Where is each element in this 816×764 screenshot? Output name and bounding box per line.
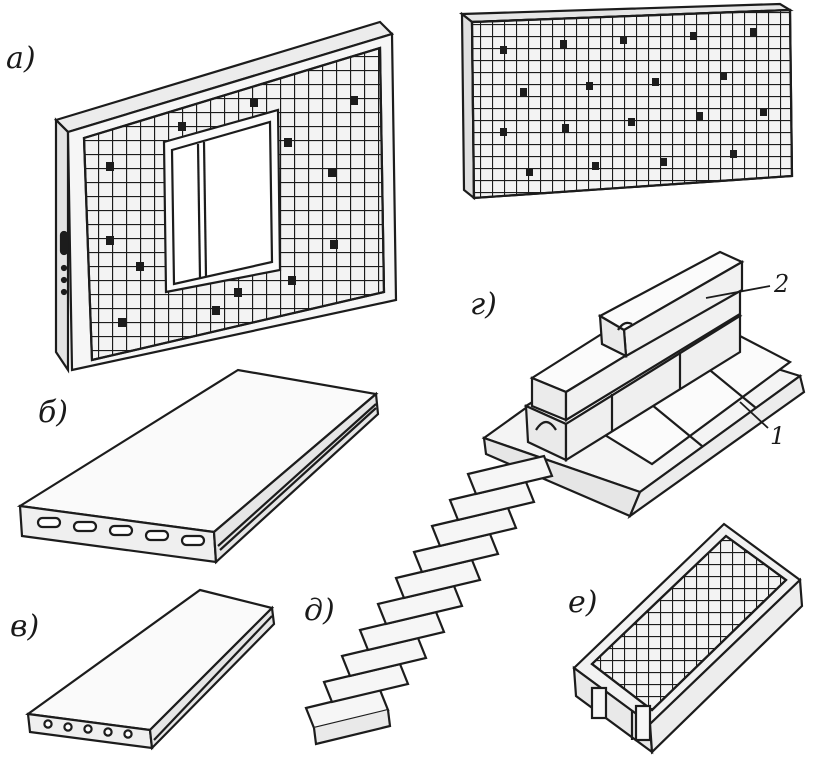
label-b: б) [38,395,69,430]
tiled-wall-block [458,2,794,201]
hollow-core-slab [16,368,380,565]
callout-2: 2 [774,270,790,298]
label-d: д) [304,593,335,628]
label-e: е) [568,585,598,620]
stair-flight [304,454,554,746]
round-hollow-slab [25,588,276,751]
wall-panel-with-window [53,20,398,374]
foundation-blocks [481,250,806,520]
tiled-box-block [572,522,804,755]
label-a: а) [6,41,36,76]
label-g: г) [470,287,497,322]
label-v: в) [10,609,40,644]
callout-1: 1 [770,422,786,450]
